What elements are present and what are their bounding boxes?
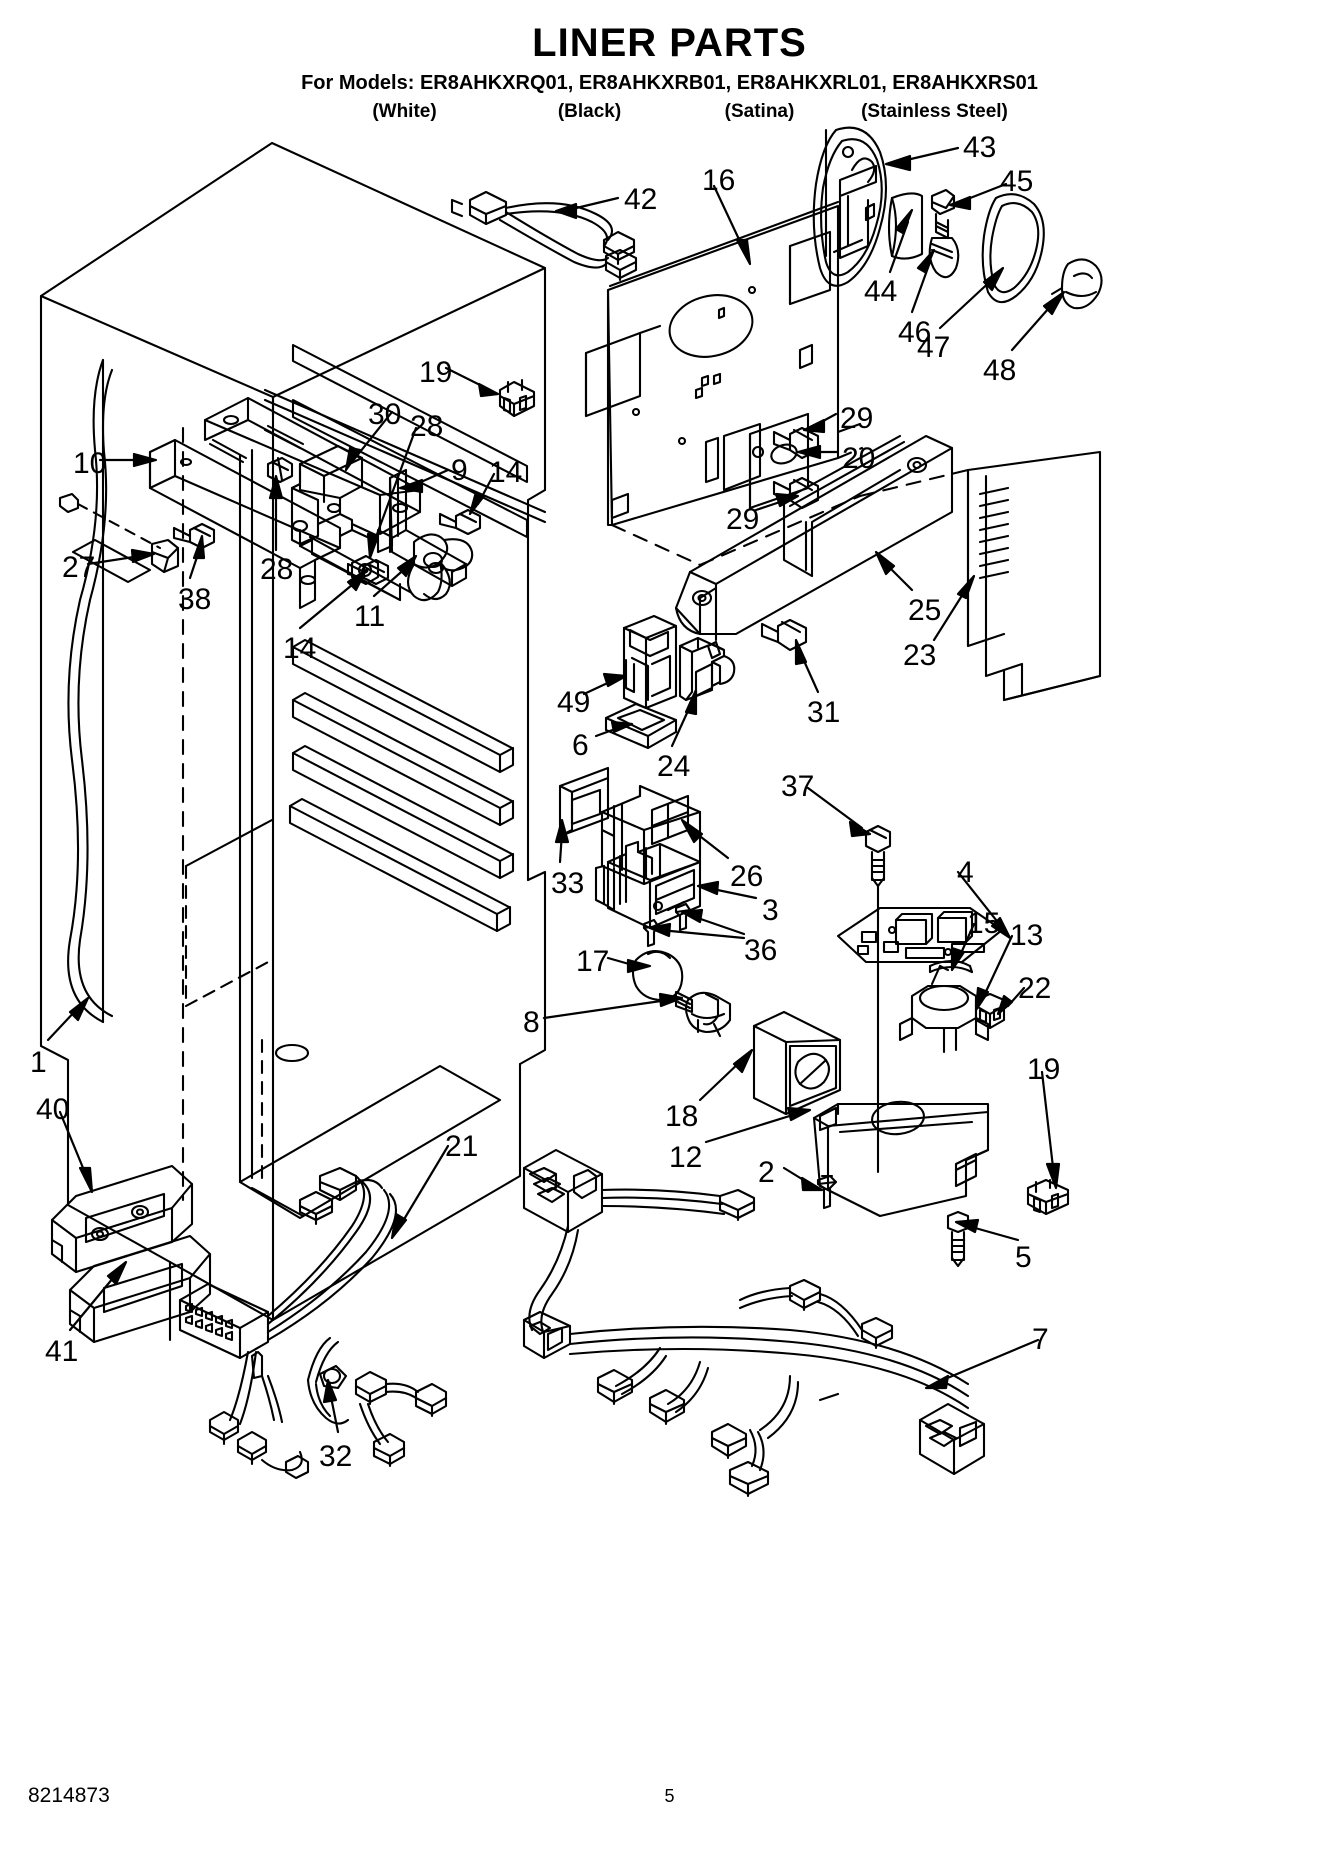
light-switch-harness-42 [450, 190, 638, 282]
color-label-white: (White) [372, 101, 437, 122]
callout-number-12: 12 [669, 1141, 703, 1174]
document-part-number: 8214873 [28, 1784, 110, 1807]
callout-number-49: 49 [557, 686, 591, 719]
callout-number-11: 11 [354, 600, 386, 633]
callout-number-18: 18 [665, 1100, 699, 1133]
callout-number-42: 42 [624, 183, 658, 216]
trim-plate-33 [558, 766, 610, 838]
liner-plug-and-pin [58, 492, 180, 584]
callout-number-2: 2 [758, 1156, 775, 1189]
grommet-6 [604, 702, 678, 750]
callout-number-30: 30 [368, 398, 402, 431]
model-list: For Models: ER8AHKXRQ01, ER8AHKXRB01, ER… [301, 72, 1038, 94]
cold-control-13 [898, 964, 990, 1054]
callout-number-13: 13 [1010, 919, 1044, 952]
callout-number-46: 46 [898, 316, 932, 349]
callout-leaders [46, 146, 1066, 1434]
color-label-black: (Black) [557, 101, 622, 122]
thermostat-body-3 [594, 840, 702, 930]
callout-number-20: 20 [842, 442, 876, 475]
duct-screw-31 [760, 618, 808, 652]
color-label-satina: (Satina) [724, 101, 795, 122]
drain-plug-2 [816, 1174, 838, 1210]
control-board-screw-37 [864, 824, 892, 916]
rear-louvered-panel-23 [858, 450, 1102, 702]
light-lens-cover-41 [68, 1234, 212, 1344]
cabinet-liner-body [39, 141, 547, 1342]
callout-number-9: 9 [451, 454, 468, 487]
light-lens-cover-40 [50, 1164, 194, 1274]
callout-number-10: 10 [73, 447, 107, 480]
callout-number-29a: 29 [840, 402, 874, 435]
callout-number-28b: 28 [260, 553, 294, 586]
color-label-stainless: (Stainless Steel) [861, 101, 1008, 122]
callout-number-4: 4 [957, 856, 974, 889]
component-housing-18 [752, 1010, 842, 1116]
callout-number-22: 22 [1018, 972, 1052, 1005]
lamp-lens-47 [981, 193, 1045, 304]
light-bulb-17 [631, 950, 694, 1014]
callout-number-19a: 19 [419, 356, 453, 389]
light-shield-44 [887, 192, 924, 260]
callout-number-21: 21 [445, 1130, 479, 1163]
callout-number-26: 26 [730, 860, 764, 893]
electronic-control-board-4 [836, 906, 1004, 1174]
callout-number-7: 7 [1032, 1323, 1049, 1356]
callout-number-17: 17 [576, 945, 610, 978]
fan-blade [406, 533, 474, 602]
callout-number-16: 16 [702, 164, 736, 197]
callout-number-41: 41 [45, 1335, 79, 1368]
control-knob-24 [678, 636, 736, 702]
callout-number-33: 33 [551, 867, 585, 900]
page-title: LINER PARTS [532, 21, 807, 65]
callout-number-23: 23 [903, 639, 937, 672]
color-variant-row: (White) (Black) (Satina) (Stainless Stee… [0, 101, 1339, 123]
fan-shroud-bracket [298, 468, 468, 602]
control-housing-26 [600, 784, 702, 886]
terminal-block-19-upper [498, 378, 536, 418]
callout-number-1: 1 [30, 1046, 47, 1079]
callout-number-43: 43 [963, 131, 997, 164]
drain-pan-12 [812, 1100, 990, 1218]
callout-number-14a: 14 [489, 456, 523, 489]
callout-number-29b: 29 [726, 503, 760, 536]
callout-number-25: 25 [908, 594, 942, 627]
callout-number-6: 6 [572, 729, 589, 762]
callout-number-44: 44 [864, 275, 898, 308]
callout-number-24: 24 [657, 750, 691, 783]
callout-number-45: 45 [1000, 165, 1034, 198]
light-bulb-assembly-45 [928, 188, 960, 279]
callout-number-19b: 19 [1027, 1053, 1061, 1086]
callout-number-28a: 28 [410, 410, 444, 443]
callout-number-32: 32 [319, 1440, 353, 1473]
callout-number-48: 48 [983, 354, 1017, 387]
callout-number-31: 31 [807, 696, 841, 729]
rear-air-duct-panel-16 [584, 200, 864, 567]
document-header: LINER PARTS For Models: ER8AHKXRQ01, ER8… [0, 22, 1339, 123]
callout-number-40: 40 [36, 1093, 70, 1126]
light-socket-cover-48 [1050, 258, 1103, 310]
terminal-block-19 [1026, 1178, 1070, 1216]
callout-number-38: 38 [178, 583, 212, 616]
callout-number-3: 3 [762, 894, 779, 927]
callout-number-36: 36 [744, 934, 778, 967]
callout-number-14b: 14 [283, 632, 317, 665]
callout-number-27: 27 [62, 551, 96, 584]
page-number: 5 [664, 1786, 675, 1806]
callout-number-5: 5 [1015, 1241, 1032, 1274]
callout-number-37: 37 [781, 770, 815, 803]
liner-shelf-rails [288, 343, 529, 933]
relay-49 [622, 614, 678, 710]
lamp-housing-43 [812, 126, 887, 287]
callout-number-15: 15 [967, 907, 1001, 940]
callout-number-47: 47 [917, 331, 951, 364]
callout-number-8: 8 [523, 1006, 540, 1039]
main-wire-harness-7 [522, 1148, 986, 1498]
main-wire-harness-21 [178, 1166, 448, 1480]
lamp-socket-8 [684, 991, 732, 1038]
